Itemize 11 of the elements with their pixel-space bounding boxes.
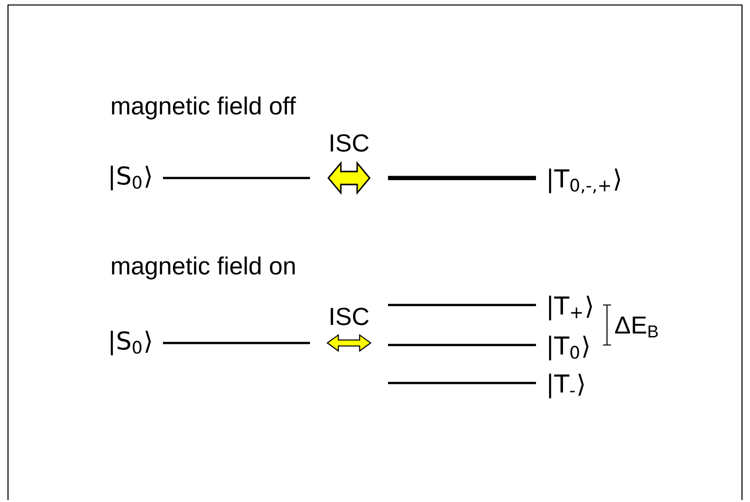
state-label: |T$_{-}$⟩	[549, 374, 584, 398]
text-label: ΔE$_{B}$	[615, 316, 658, 338]
edge-label: ISC	[330, 134, 369, 152]
edge-label: ISC	[330, 308, 369, 326]
state-label: |T$_{0,-,+}$⟩	[549, 168, 620, 194]
state-label: |S$_{0}$⟩	[110, 330, 151, 356]
text-label: magnetic field off	[112, 96, 296, 120]
state-label: |T$_{+}$⟩	[549, 296, 592, 320]
state-label: |T$_{0}$⟩	[549, 336, 589, 360]
text-label: magnetic field on	[112, 256, 295, 280]
state-label: |S$_{0}$⟩	[110, 166, 151, 190]
